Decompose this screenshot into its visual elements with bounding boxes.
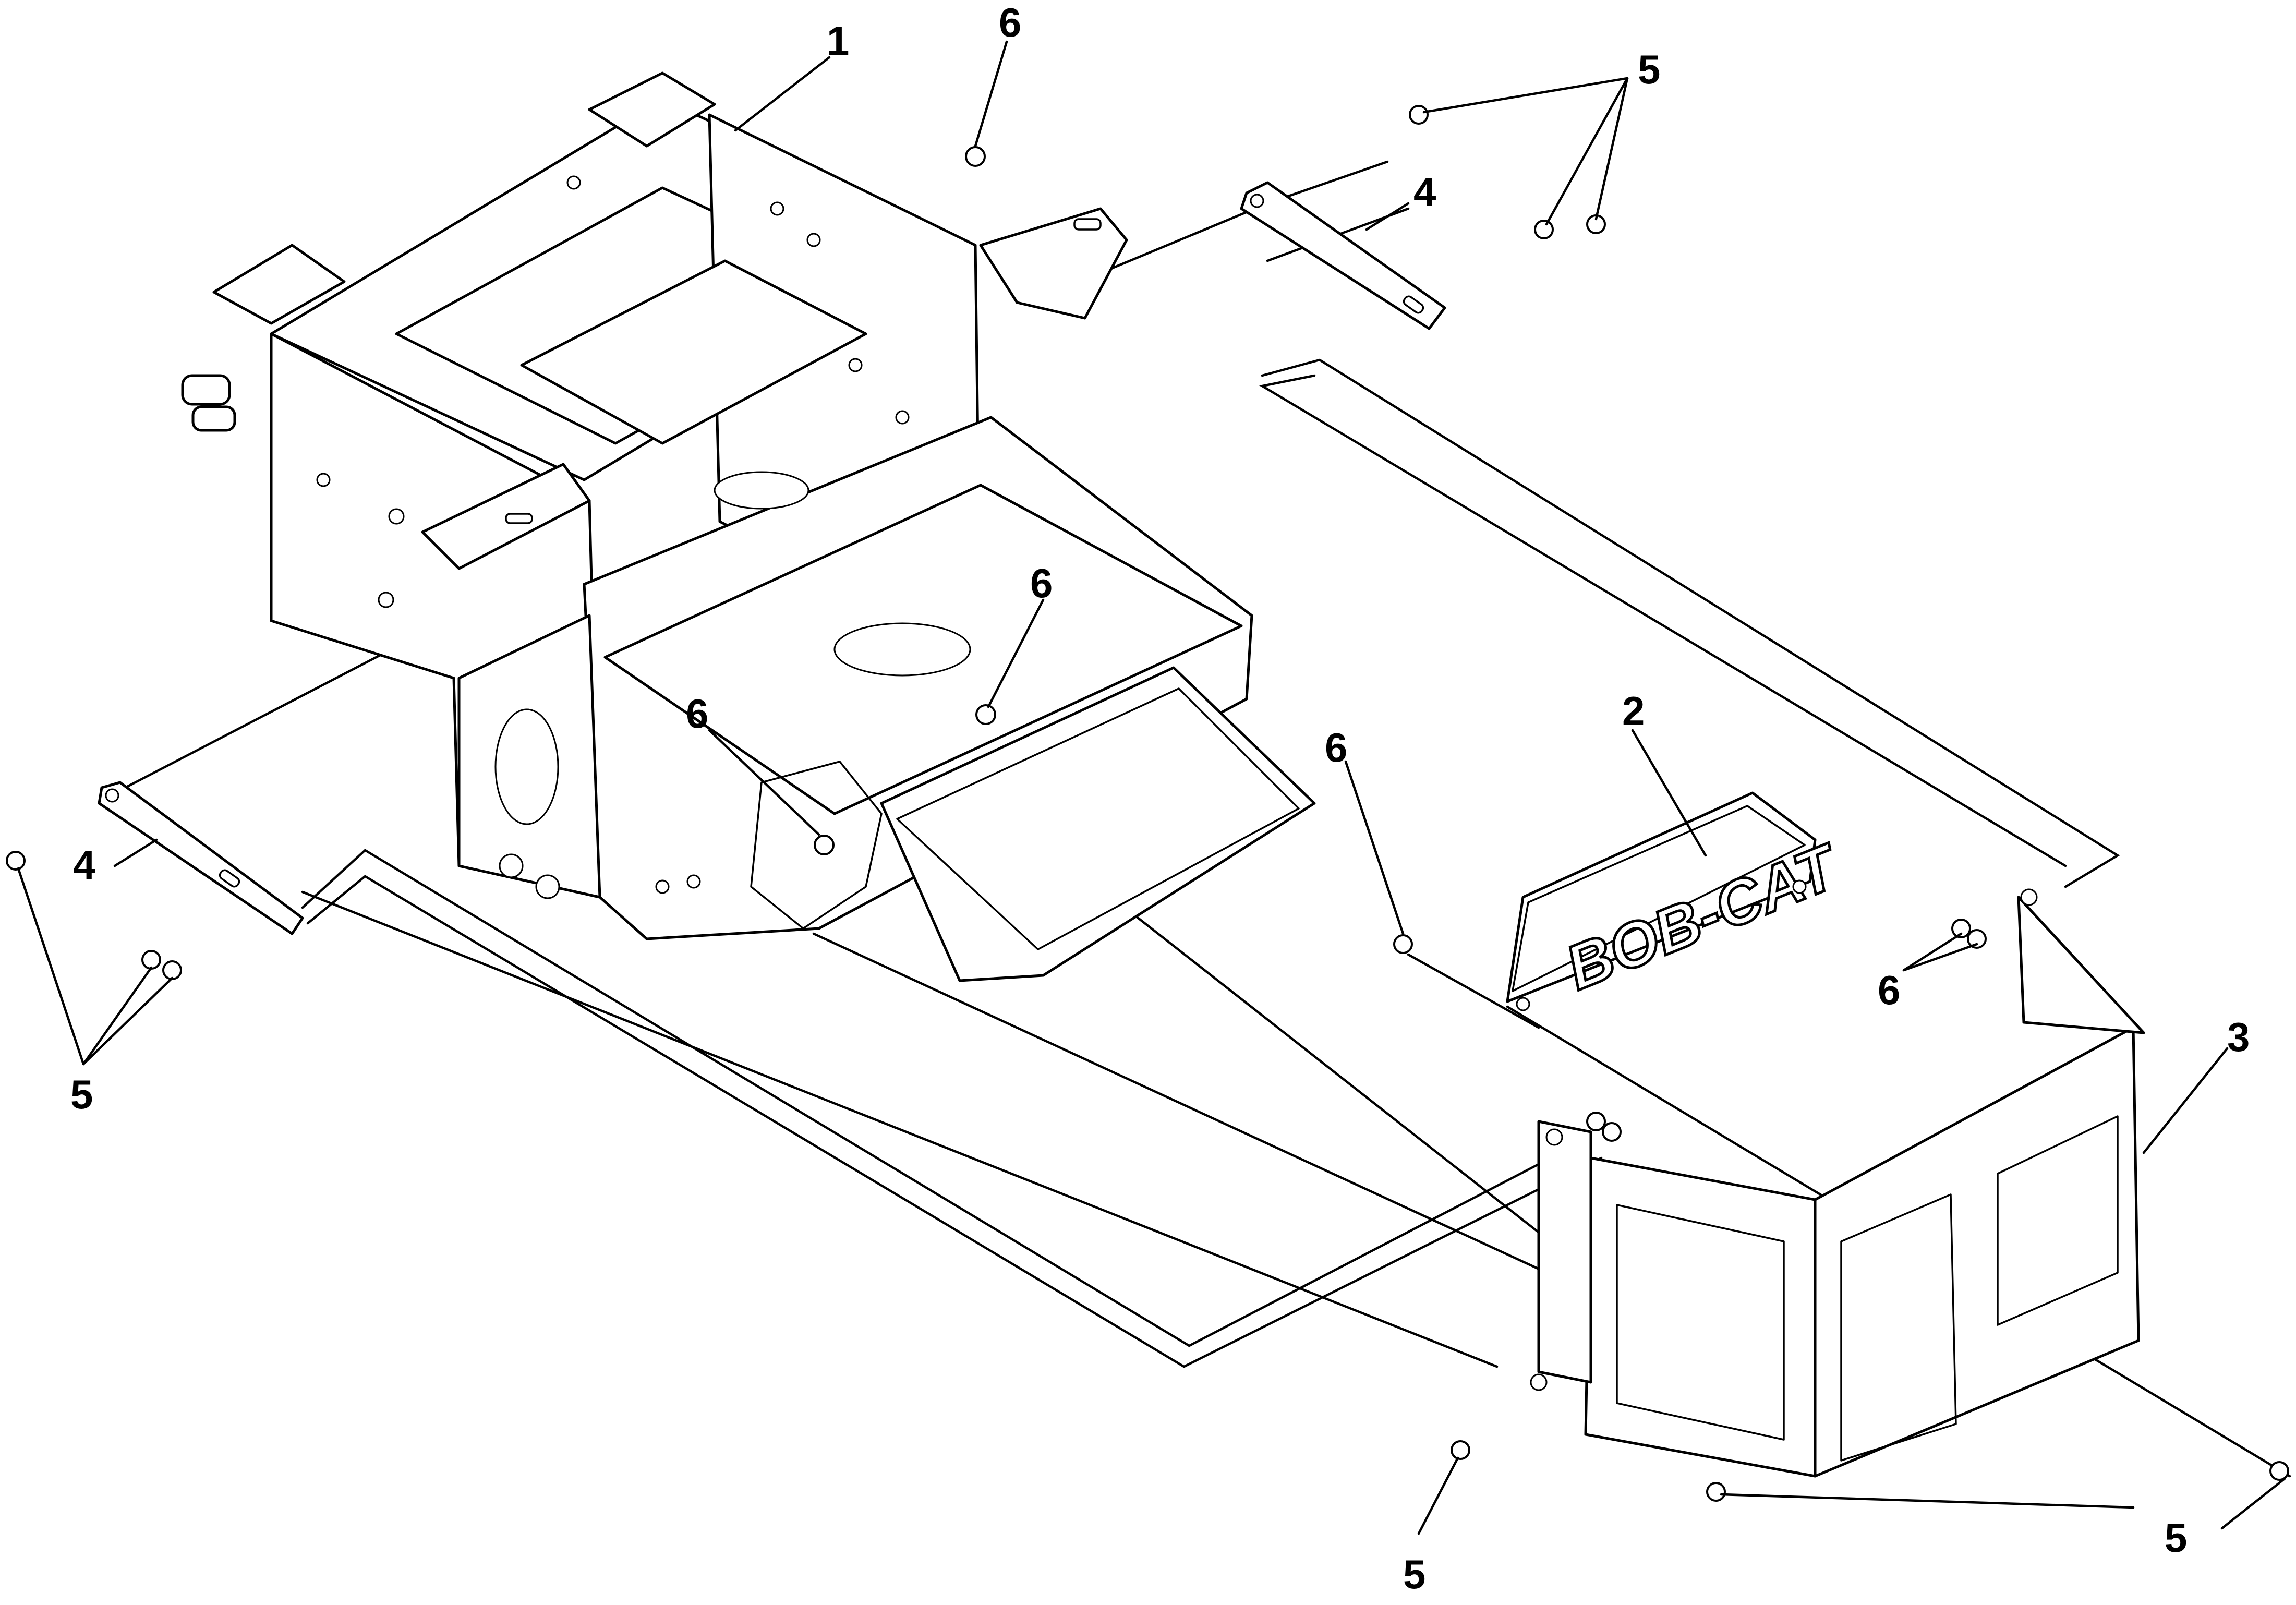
side-bracket-right xyxy=(1240,181,1446,330)
callout-6-middle: 6 xyxy=(1030,560,1053,606)
callout-6-top: 6 xyxy=(999,0,1021,45)
callout-2: 2 xyxy=(1622,688,1645,734)
callout-5-top-right: 5 xyxy=(1638,46,1660,92)
callout-5-bottom-middle: 5 xyxy=(1403,1551,1425,1597)
callout-3: 3 xyxy=(2227,1014,2250,1060)
main-frame-part xyxy=(181,71,1316,982)
callout-leaders xyxy=(17,40,2286,1535)
callout-labels: 1 2 3 4 4 5 5 5 5 6 6 6 6 6 xyxy=(70,0,2250,1597)
callout-6-right: 6 xyxy=(1878,967,1900,1013)
callout-4-left: 4 xyxy=(73,842,95,888)
hardware-fasteners xyxy=(6,105,2289,1502)
callout-6-left-middle: 6 xyxy=(686,691,708,737)
callout-5-left: 5 xyxy=(70,1071,93,1117)
callout-1: 1 xyxy=(827,18,849,64)
callout-4-right: 4 xyxy=(1413,169,1436,215)
logo-plate-part: BOB-CAT xyxy=(1506,791,1852,1011)
side-bracket-left xyxy=(98,781,304,935)
callout-5-bottom-right: 5 xyxy=(2165,1515,2187,1561)
callout-6-center: 6 xyxy=(1325,725,1347,770)
front-guard-part xyxy=(1530,888,2145,1478)
